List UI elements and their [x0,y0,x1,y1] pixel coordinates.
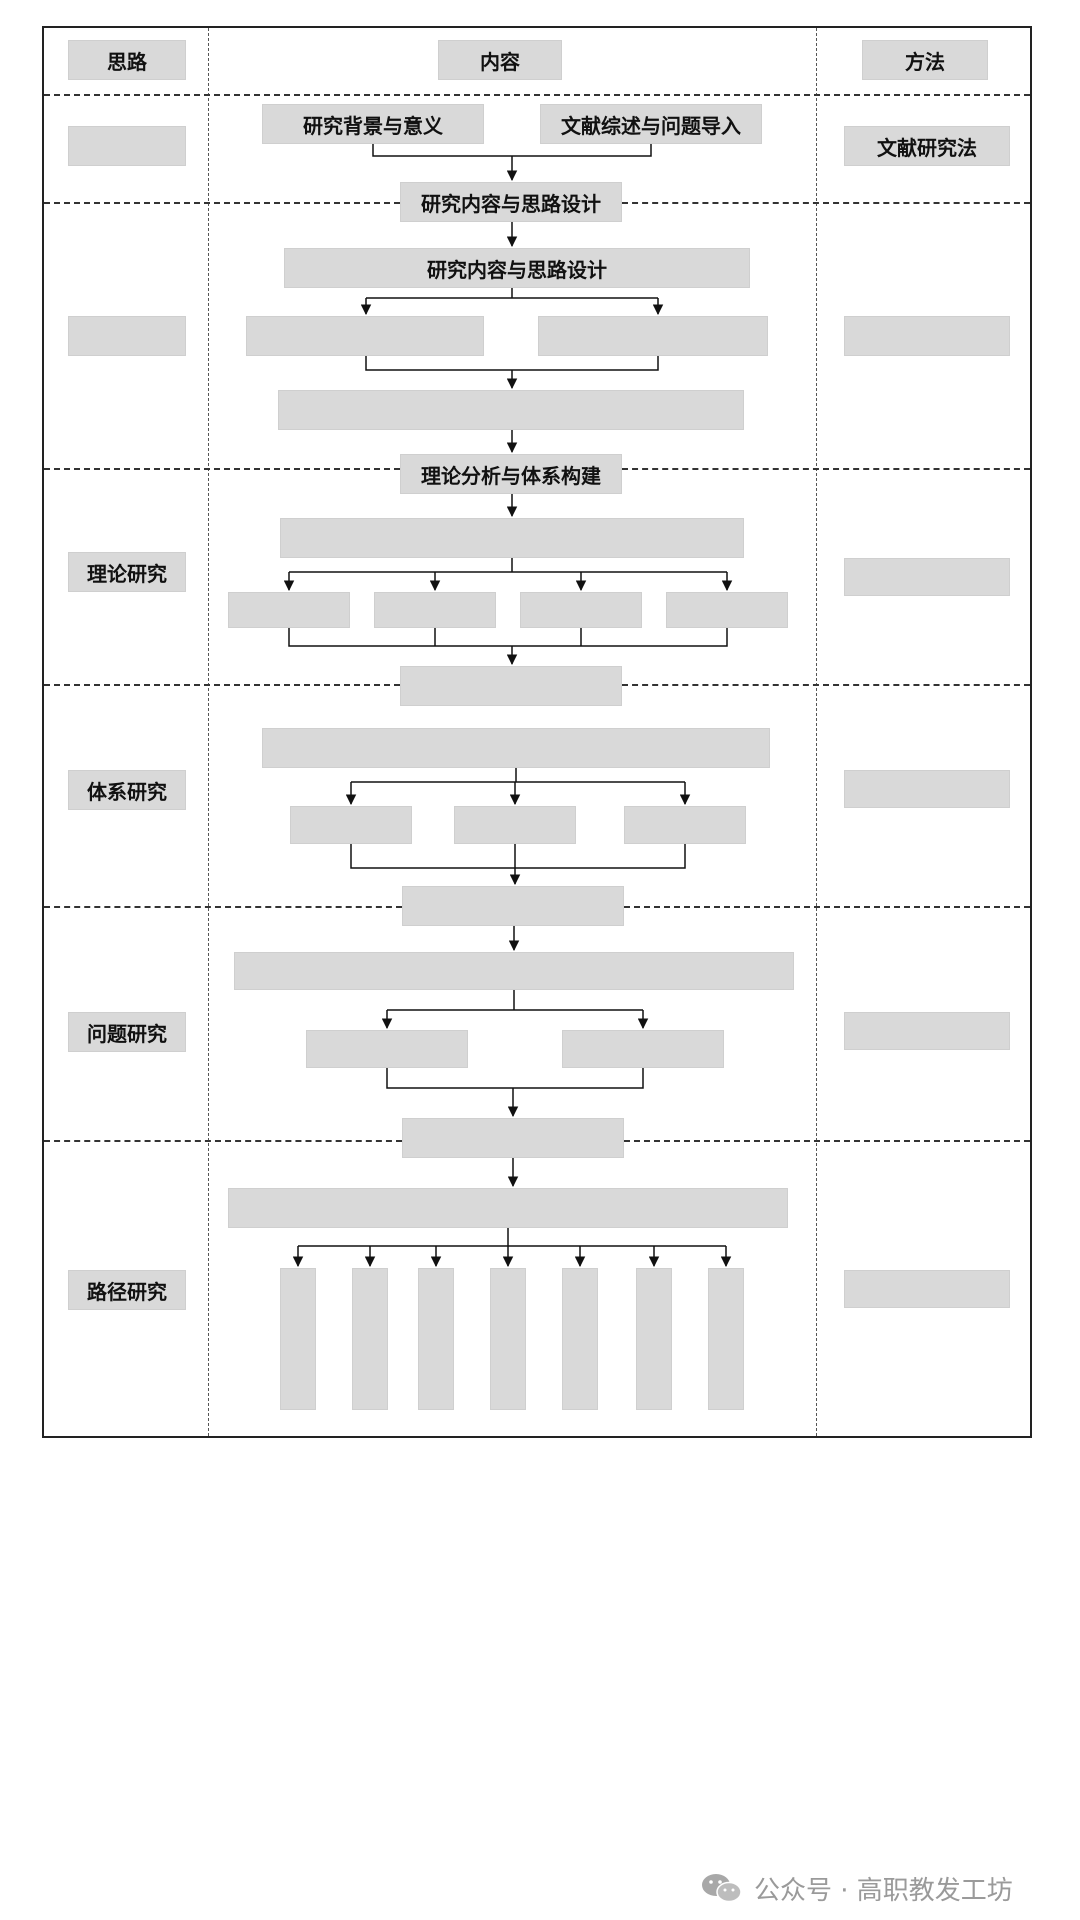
row-divider-2b [622,202,1030,204]
row4-method [844,770,1010,808]
row6-sub-box-5 [562,1268,598,1410]
row6-sub-box-4 [490,1268,526,1410]
row4-left-label: 体系研究 [68,770,186,810]
row2-main-box: 研究内容与思路设计 [284,248,750,288]
row3-left-label: 理论研究 [68,552,186,592]
row1-box-background: 研究背景与意义 [262,104,484,144]
row-divider-5a [44,906,402,908]
row3-sub-box-3 [520,592,642,628]
row3-top-label: 理论分析与体系构建 [400,454,622,494]
header-left: 思路 [68,40,186,80]
row-divider-5b [624,906,1030,908]
row3-sub-box-4 [666,592,788,628]
row2-method [844,316,1010,356]
row3-merge-box [400,666,622,706]
row2-left-label [68,316,186,356]
row6-sub-box-6 [636,1268,672,1410]
row5-merge-box [402,1118,624,1158]
row2-top-label: 研究内容与思路设计 [400,182,622,222]
row5-method [844,1012,1010,1050]
row6-sub-box-2 [352,1268,388,1410]
row2-sub-box-1 [246,316,484,356]
wechat-icon [700,1871,744,1905]
row-divider-6b [624,1140,1030,1142]
header-right: 方法 [862,40,988,80]
row-divider-4b [622,684,1030,686]
header-center: 内容 [438,40,562,80]
watermark: 公众号 · 高职教发工坊 [700,1868,1013,1908]
column-divider-left [208,28,209,1436]
row4-sub-box-3 [624,806,746,844]
row1-left-label [68,126,186,166]
row2-merge-box [278,390,744,430]
row6-sub-box-7 [708,1268,744,1410]
row-divider-1 [44,94,1030,96]
row4-main-box [262,728,770,768]
row-divider-6a [44,1140,402,1142]
watermark-text: 公众号 · 高职教发工坊 [754,1875,1013,1906]
row6-sub-box-1 [280,1268,316,1410]
row6-left-label: 路径研究 [68,1270,186,1310]
row3-sub-box-1 [228,592,350,628]
row1-box-literature: 文献综述与问题导入 [540,104,762,144]
row3-main-box [280,518,744,558]
row5-sub-box-1 [306,1030,468,1068]
row-divider-3b [622,468,1030,470]
row2-sub-box-2 [538,316,768,356]
row5-left-label: 问题研究 [68,1012,186,1052]
row6-sub-box-3 [418,1268,454,1410]
row3-method [844,558,1010,596]
row3-sub-box-2 [374,592,496,628]
row6-main-box [228,1188,788,1228]
column-divider-right [816,28,817,1436]
row1-method: 文献研究法 [844,126,1010,166]
row5-sub-box-2 [562,1030,724,1068]
row6-method [844,1270,1010,1308]
row-divider-2a [44,202,400,204]
row4-sub-box-1 [290,806,412,844]
row4-merge-box [402,886,624,926]
row-divider-3a [44,468,400,470]
row5-main-box [234,952,794,990]
row4-sub-box-2 [454,806,576,844]
row-divider-4a [44,684,400,686]
